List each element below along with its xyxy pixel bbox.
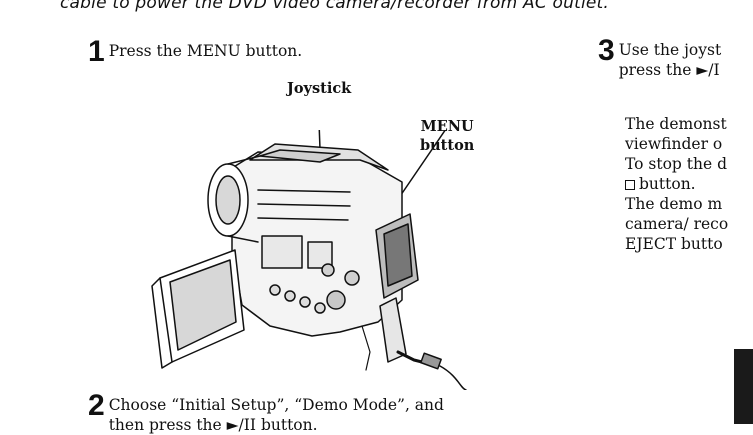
step-1-number: 1: [88, 35, 105, 68]
dark-side-tab: [734, 349, 753, 424]
camcorder-illustration: [151, 130, 467, 390]
step-3-number: 3: [598, 34, 615, 67]
step-3: 3 Use the joyst press the ►/I: [598, 34, 722, 80]
demo-line6: camera/ reco: [625, 215, 729, 233]
stop-icon: [625, 180, 635, 190]
demo-line4: button.: [625, 174, 728, 194]
demo-line3: To stop the d: [625, 155, 727, 173]
step-1-text: Press the MENU button.: [108, 42, 303, 60]
menu-button-label: MENU button: [420, 117, 474, 155]
header-top-line: cable to power the DVD video camera/reco…: [60, 0, 609, 13]
step-3-line1: Use the joyst: [618, 41, 722, 59]
menu-label-line2: button: [420, 137, 475, 154]
joystick-label: Joystick: [287, 80, 352, 97]
step-2-line2: then press the ►/II button.: [108, 416, 318, 434]
step-2-line1: Choose “Initial Setup”, “Demo Mode”, and: [108, 396, 444, 414]
demo-line1: The demonst: [625, 115, 727, 133]
step-2: 2 Choose “Initial Setup”, “Demo Mode”, a…: [88, 389, 444, 435]
demo-description: The demonst viewfinder o To stop the d b…: [625, 114, 728, 254]
demo-line2: viewfinder o: [625, 135, 723, 153]
step-3-line2: press the ►/I: [618, 61, 720, 79]
demo-line5: The demo m: [625, 195, 723, 213]
step-1: 1 Press the MENU button.: [88, 35, 303, 68]
demo-line7: EJECT butto: [625, 235, 723, 253]
menu-label-line1: MENU: [420, 118, 474, 135]
demo-line4-text: button.: [639, 175, 696, 193]
step-2-number: 2: [88, 389, 105, 422]
